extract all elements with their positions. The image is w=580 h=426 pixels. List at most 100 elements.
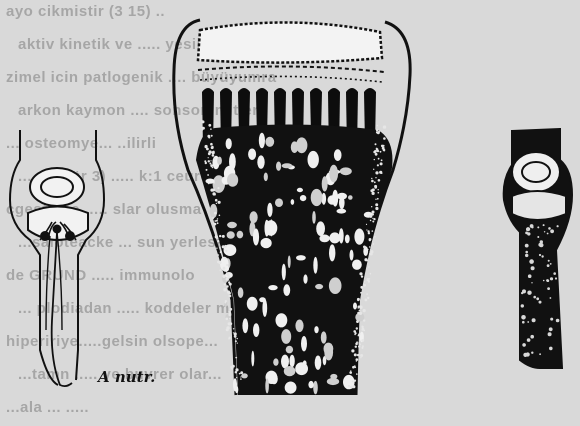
marrow-space (282, 264, 286, 281)
cortex-stipple (216, 220, 218, 222)
marrow-space (300, 195, 306, 201)
cortex-stipple (375, 153, 378, 156)
right-bone-speck (537, 226, 539, 228)
marrow-space (217, 157, 222, 165)
right-bone-speck (521, 315, 526, 320)
cortex-stipple (360, 286, 363, 289)
cortex-stipple (380, 162, 383, 165)
right-bone-speck (550, 263, 552, 265)
cortex-stipple (210, 128, 212, 130)
cortex-stipple (370, 220, 372, 222)
marrow-space (322, 176, 328, 191)
cortex-stipple (369, 278, 370, 279)
marrow-space (233, 378, 237, 391)
cortex-stipple (362, 347, 364, 349)
cortex-stipple (366, 293, 368, 295)
cortex-stipple (372, 221, 374, 223)
cortex-stipple (212, 217, 214, 219)
right-bone-speck (537, 236, 539, 238)
cortex-stipple (377, 198, 379, 200)
marrow-space (288, 255, 291, 268)
cortex-stipple (372, 214, 374, 216)
cortex-stipple (220, 251, 222, 253)
cortex-stipple (372, 218, 373, 219)
marrow-space (242, 318, 248, 333)
cortex-stipple (381, 159, 383, 161)
cortex-stipple (363, 309, 366, 312)
cortex-stipple (361, 326, 363, 328)
marrow-space (259, 133, 265, 149)
cortex-stipple (240, 371, 243, 374)
right-bone-speck (550, 297, 552, 299)
cortex-stipple (375, 143, 377, 145)
marrow-space (329, 277, 342, 294)
cortex-stipple (366, 224, 367, 225)
cortex-stipple (214, 223, 217, 226)
cortex-stipple (355, 343, 358, 346)
marrow-space (264, 173, 268, 182)
marrow-space (275, 198, 283, 207)
right-bone-speck (541, 255, 543, 257)
marrow-space (285, 382, 297, 394)
marrow-space (315, 284, 323, 289)
marrow-space (265, 378, 269, 393)
marrow-space (350, 250, 354, 261)
cortex-stipple (203, 127, 204, 128)
cortex-stipple (223, 288, 226, 291)
cortex-stipple (357, 354, 359, 356)
cortex-stipple (208, 160, 210, 162)
cortex-stipple (220, 269, 222, 271)
cortex-stipple (363, 246, 366, 249)
cortex-stipple (373, 218, 375, 220)
cortex-stipple (228, 292, 231, 295)
cortex-stipple (217, 187, 219, 189)
cortex-stipple (375, 207, 378, 210)
right-bone-speck (546, 279, 549, 282)
cortex-stipple (375, 177, 376, 178)
cortex-stipple (383, 125, 386, 128)
cortex-stipple (358, 333, 360, 335)
background-text-line: de GRUND ..... immunolo (6, 267, 195, 284)
cortex-stipple (217, 240, 219, 242)
right-bone-speck (528, 274, 532, 278)
cortex-stipple (356, 327, 358, 329)
cortex-stipple (360, 354, 363, 357)
cortex-stipple (377, 150, 379, 152)
cortex-stipple (364, 281, 365, 282)
right-bone-speck (525, 244, 529, 248)
cortex-stipple (207, 174, 209, 176)
cortex-stipple (374, 159, 375, 160)
marrow-space (238, 287, 244, 298)
right-bone-speck (538, 243, 542, 247)
cortex-stipple (214, 158, 216, 160)
cortex-stipple (376, 129, 378, 131)
cortex-stipple (359, 343, 361, 345)
cortex-stipple (375, 203, 378, 206)
marrow-space (259, 297, 266, 302)
cortex-stipple (378, 189, 379, 190)
cortex-stipple (229, 295, 232, 298)
marrow-space (289, 355, 294, 367)
marrow-space (291, 141, 298, 153)
cortex-stipple (349, 371, 352, 374)
cortex-stipple (237, 338, 238, 339)
right-bone-speck (531, 266, 535, 270)
right-bone-speck (539, 254, 541, 256)
cortex-stipple (363, 319, 365, 321)
cortex-stipple (361, 275, 363, 277)
marrow-space (253, 229, 259, 246)
marrow-space (340, 167, 352, 175)
cortex-stipple (371, 206, 372, 207)
cortex-stipple (361, 328, 364, 331)
cortex-stipple (205, 162, 207, 164)
right-bone-speck (529, 259, 534, 264)
cortex-stipple (359, 306, 362, 309)
right-bone-speck (555, 277, 557, 279)
cortex-stipple (239, 373, 241, 375)
right-bone-speck (547, 264, 550, 267)
cortex-stipple (212, 154, 215, 157)
cortex-stipple (235, 372, 237, 374)
cortex-stipple (206, 169, 208, 171)
cortex-stipple (378, 131, 380, 133)
